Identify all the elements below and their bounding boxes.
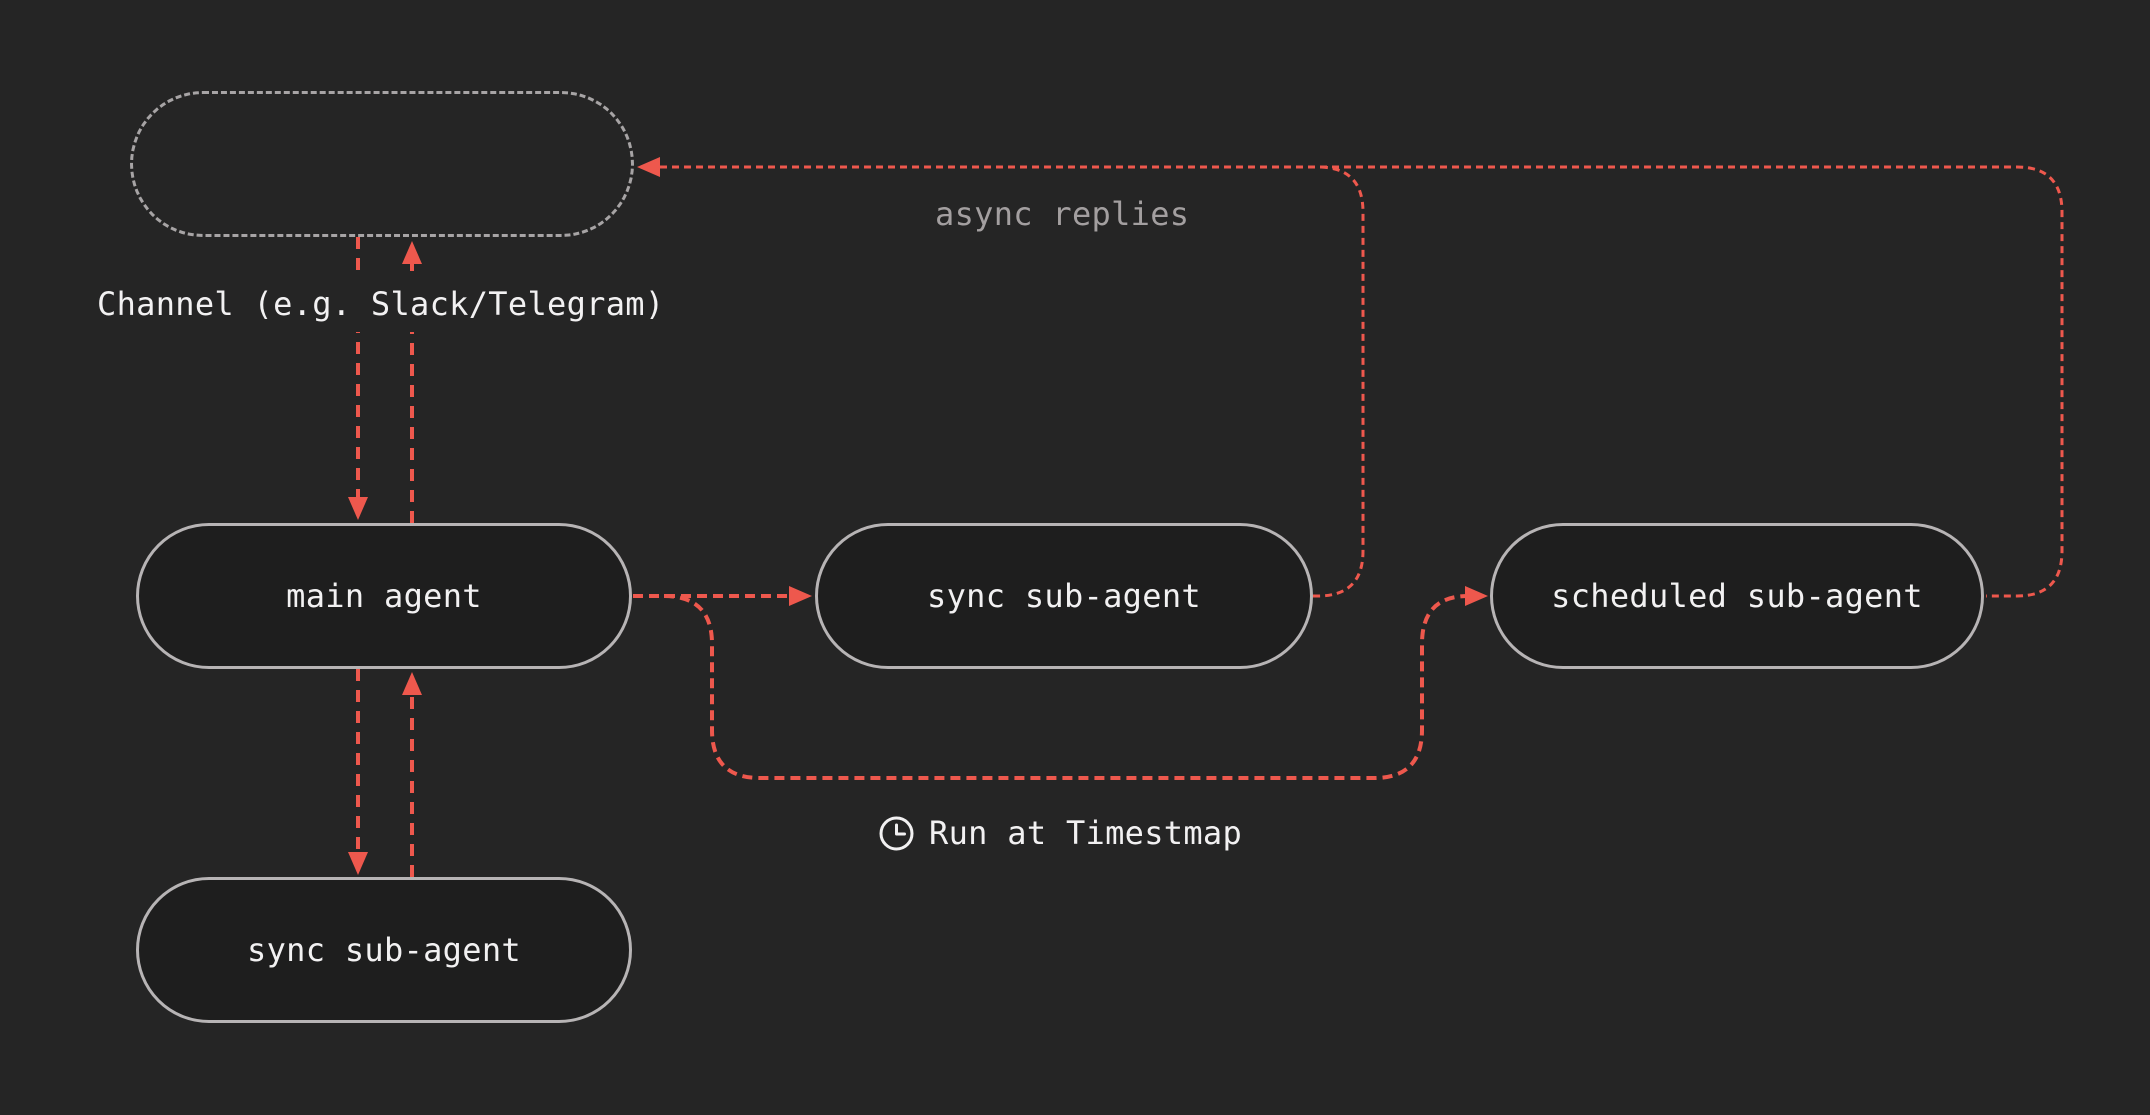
edge-main-to-scheduled-loop [663, 594, 1469, 780]
node-sync-sub-agent-bottom-label: sync sub-agent [247, 931, 521, 969]
node-sync-sub-agent: sync sub-agent [815, 523, 1313, 669]
edge-main-to-bottom-sync-arrowhead [348, 852, 368, 875]
edge-async-replies-arrowhead [637, 157, 660, 177]
async-replies-caption: async replies [935, 195, 1190, 233]
node-sync-sub-agent-label: sync sub-agent [927, 577, 1201, 615]
channel-caption: Channel (e.g. Slack/Telegram) [83, 276, 679, 332]
edge-channel-to-main-arrowhead [348, 497, 368, 520]
edge-async-replies-to-channel [660, 165, 2064, 598]
edge-sync-sub-to-async-line [1313, 165, 1365, 598]
edge-main-to-scheduled-arrowhead [1465, 586, 1488, 606]
node-scheduled-sub-agent-label: scheduled sub-agent [1551, 577, 1923, 615]
node-channel [130, 91, 634, 237]
schedule-caption: Run at Timestmap [878, 813, 1242, 853]
edge-main-to-sync-sub-arrowhead [789, 586, 812, 606]
node-sync-sub-agent-bottom: sync sub-agent [136, 877, 632, 1023]
clock-icon [879, 816, 914, 850]
schedule-caption-text: Run at Timestmap [929, 814, 1243, 852]
node-scheduled-sub-agent: scheduled sub-agent [1490, 523, 1984, 669]
node-main-agent: main agent [136, 523, 632, 669]
edge-bottom-sync-to-main-arrowhead [402, 672, 422, 695]
node-main-agent-label: main agent [286, 577, 482, 615]
edge-main-to-channel-arrowhead [402, 241, 422, 264]
